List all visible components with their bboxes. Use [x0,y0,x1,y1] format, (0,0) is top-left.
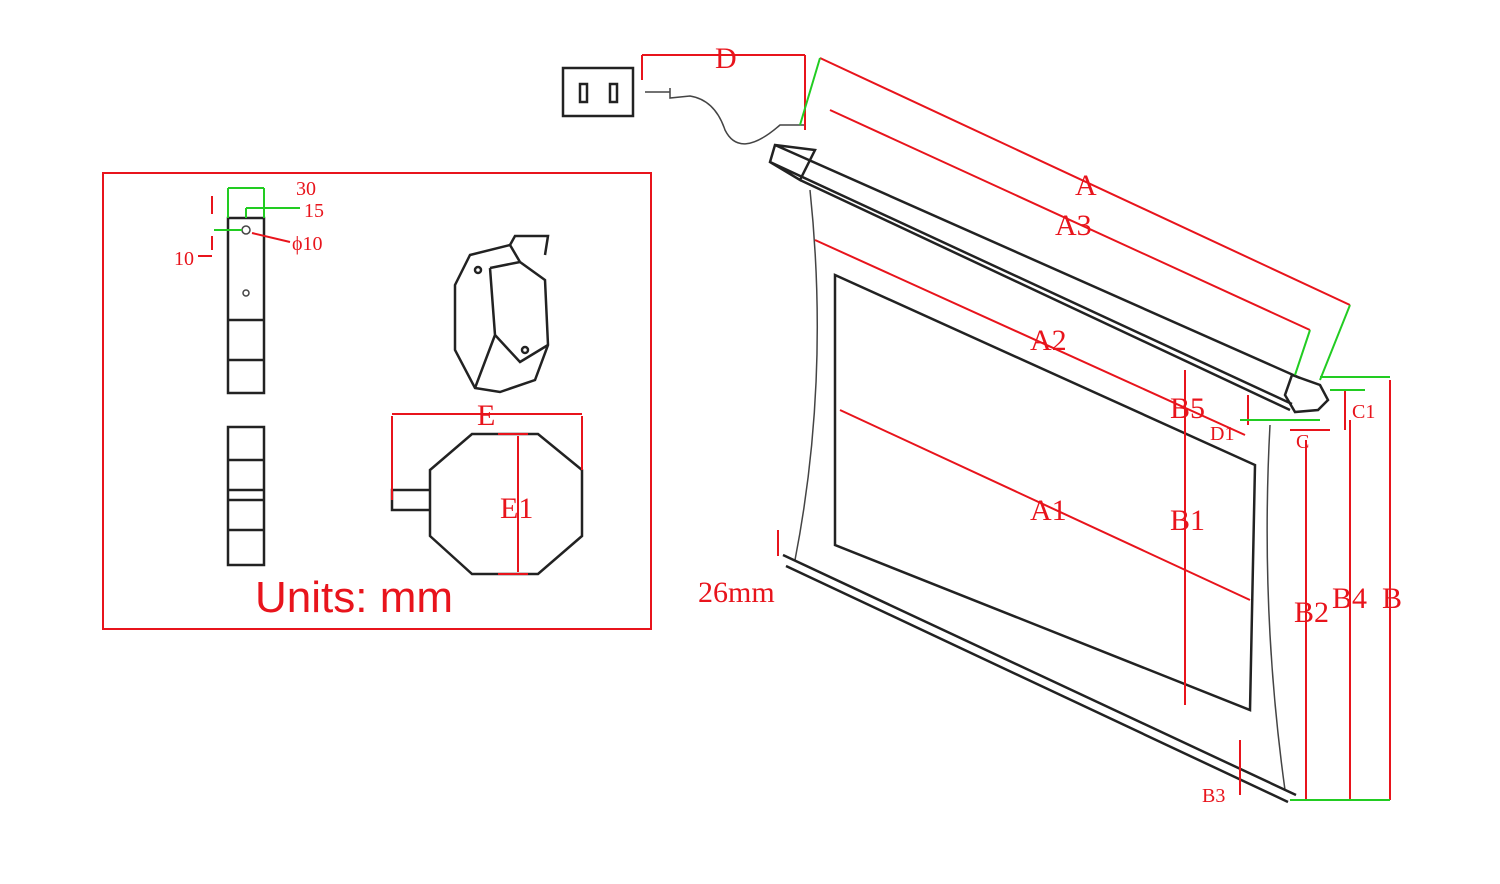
dim-C1: C1 [1352,401,1375,423]
dim-B4: B4 [1332,582,1367,615]
dim-B3: B3 [1202,785,1225,807]
dim-A2: A2 [1030,324,1067,357]
roller-housing [768,143,1330,414]
dim-B2: B2 [1294,596,1329,629]
dim-B1: B1 [1170,504,1205,537]
bracket-side-view [226,425,266,567]
power-outlet [561,66,805,145]
dim-D: D [715,42,737,75]
dimension-lines [641,54,1391,801]
dim-E1: E1 [500,492,533,525]
dim-A: A [1075,169,1097,202]
dim-D1: D1 [1210,423,1234,445]
units-note: Units: mm [255,573,453,622]
dim-10: 10 [174,248,194,270]
clamp-3d-view [453,234,550,394]
dim-C: C [1296,431,1309,453]
dim-bar-height: 26mm [698,576,775,609]
screen-fabric [782,189,1297,804]
dim-hole: ϕ10 [292,233,323,255]
dim-A3: A3 [1055,209,1092,242]
dim-30: 30 [296,178,316,200]
octagon-tube-section [390,413,584,576]
dim-15: 15 [304,200,324,222]
dim-B5: B5 [1170,392,1205,425]
dim-E: E [477,399,495,432]
bracket-front-view [198,187,300,395]
dim-A1: A1 [1030,494,1067,527]
detail-frame [102,172,652,630]
dim-B: B [1382,582,1402,615]
